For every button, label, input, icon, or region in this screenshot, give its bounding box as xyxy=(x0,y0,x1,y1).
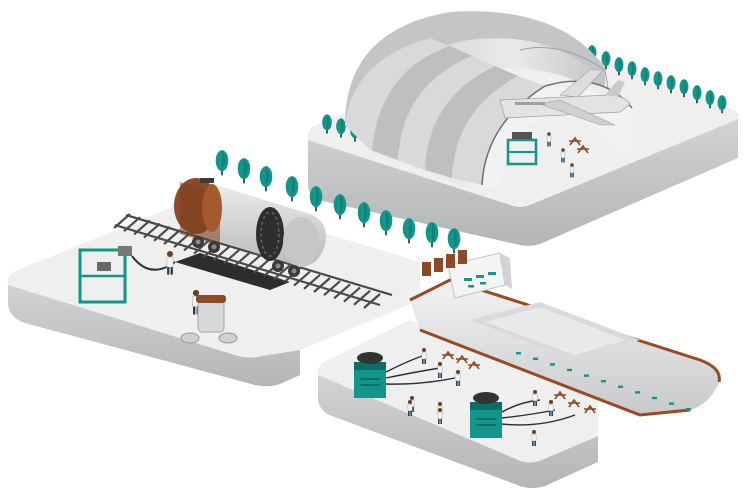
tree-icon xyxy=(309,186,323,212)
tree-icon xyxy=(653,71,663,90)
tree-icon xyxy=(259,166,273,192)
worker-icon xyxy=(407,399,413,417)
ship-panel xyxy=(317,250,721,488)
ship-platform-top xyxy=(317,320,598,463)
hangar-panel xyxy=(307,11,739,246)
tree-icon xyxy=(237,158,251,184)
crate-icon xyxy=(568,398,580,408)
ship-worker-group xyxy=(407,347,596,447)
machine-icon xyxy=(180,295,238,344)
tree-icon xyxy=(627,61,637,80)
tree-icon xyxy=(447,228,461,254)
tree-icon xyxy=(285,176,299,202)
tree-icon xyxy=(692,85,702,104)
tree-icon xyxy=(425,222,439,248)
hangar-cart-icon xyxy=(506,132,538,166)
tree-icon xyxy=(336,118,346,138)
hangar-worker-group xyxy=(546,132,589,178)
ship-machine-2-icon xyxy=(470,392,502,438)
worker-icon xyxy=(166,251,174,275)
tree-icon xyxy=(666,75,676,94)
worker-icon xyxy=(546,132,552,147)
worker-icon xyxy=(569,163,575,178)
tree-icon xyxy=(640,67,650,86)
tree-icon xyxy=(357,202,371,228)
railway-platform-side xyxy=(8,285,300,387)
worker-icon xyxy=(560,148,566,163)
tree-icon xyxy=(717,95,727,114)
airplane-icon xyxy=(499,69,631,126)
railway-track xyxy=(113,213,393,309)
worker-icon xyxy=(455,369,461,387)
tree-icon xyxy=(601,51,611,70)
worker-icon xyxy=(421,347,427,365)
crate-icon xyxy=(456,354,468,364)
crate-icon xyxy=(569,136,581,146)
worker-icon xyxy=(437,407,443,425)
crate-icon xyxy=(468,360,480,370)
ship-machine-1-icon xyxy=(354,352,386,398)
crate-icon xyxy=(554,390,566,400)
worker-icon xyxy=(531,429,537,447)
tree-icon xyxy=(333,194,347,220)
ship-icon xyxy=(409,250,721,417)
tree-icon xyxy=(215,150,229,176)
worker-icon xyxy=(548,399,554,417)
tank-car-icon xyxy=(174,178,326,277)
tree-icon xyxy=(402,218,416,244)
railway-panel xyxy=(7,150,461,387)
tree-icon xyxy=(679,79,689,98)
worker-icon xyxy=(532,389,538,407)
tree-icon xyxy=(705,90,715,109)
worker-icon xyxy=(437,361,443,379)
crate-icon xyxy=(577,144,589,154)
tree-icon xyxy=(379,210,393,236)
railway-tree-row xyxy=(215,150,461,254)
crate-icon xyxy=(442,350,454,360)
hangar-platform-side xyxy=(308,118,738,246)
tree-icon xyxy=(322,114,332,134)
tree-icon xyxy=(614,57,624,76)
crate-icon xyxy=(584,404,596,414)
